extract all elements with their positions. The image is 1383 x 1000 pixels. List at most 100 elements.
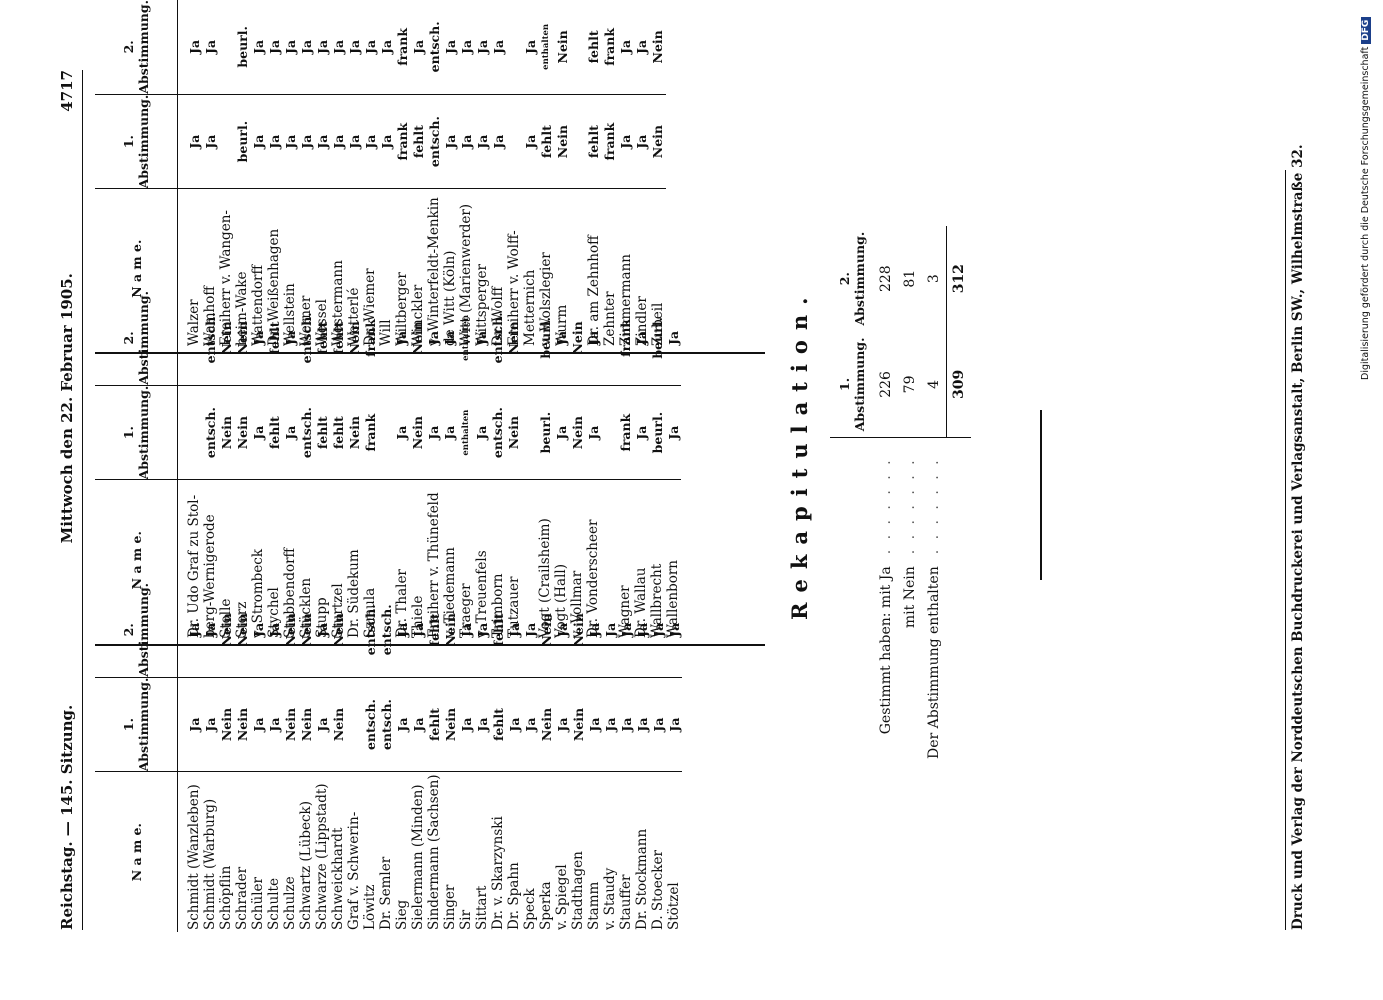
section-rule xyxy=(1040,410,1042,580)
member-name: Vogt (Crailsheim) xyxy=(537,518,554,638)
vote-2-cell xyxy=(570,0,586,95)
member-name: Stadthagen xyxy=(570,851,586,930)
table-row: Freiherr v. Wangen- xyxy=(218,0,234,348)
vote-1-cell xyxy=(506,94,522,189)
member-name: v. Spiegel xyxy=(554,864,570,930)
vote-1-cell: Ja xyxy=(458,677,474,772)
column-divider xyxy=(95,644,765,646)
vote-1-cell: Ja xyxy=(617,94,634,189)
vote-2-cell: Ja xyxy=(177,0,202,95)
member-name: Zimmermann xyxy=(617,254,634,346)
member-name: Sir xyxy=(458,909,474,930)
member-name: Walzer xyxy=(186,299,202,346)
vote-1-cell: frank xyxy=(394,94,410,189)
member-name: Zindler xyxy=(633,296,650,346)
vote-1-cell: fehlt xyxy=(266,385,282,480)
vote-1-cell: Nein xyxy=(554,94,570,189)
vote-1-cell: beurl. xyxy=(537,385,554,480)
vote-column-3: N a m e. 1.Abstimmung. 2.Abstimmung. Wal… xyxy=(95,0,666,348)
vote-1-cell: Ja xyxy=(602,677,618,772)
vote-1-cell: Ja xyxy=(553,385,570,480)
member-name: Wessel xyxy=(314,299,330,346)
member-name: Freiherr v. Thünefeld xyxy=(425,492,442,638)
vote-1-cell: frank xyxy=(601,94,618,189)
header-date: Mittwoch den 22. Februar 1905. xyxy=(58,273,76,544)
vote1-header: 1.Abstimmung. xyxy=(95,94,178,189)
member-name: Westermann xyxy=(330,260,346,346)
vote-1-cell xyxy=(218,94,234,189)
vote-1-cell: fehlt xyxy=(490,677,506,772)
member-name: Wetterlé xyxy=(346,287,362,346)
vote-1-cell: Ja xyxy=(250,385,266,480)
member-name xyxy=(570,189,586,348)
member-name: Speck xyxy=(522,888,538,930)
recap-value: 3 xyxy=(926,274,942,284)
member-name: Schwartz (Lübeck) xyxy=(298,801,314,930)
member-name: Stupp xyxy=(314,597,330,638)
vote-1-cell: Ja xyxy=(441,385,458,480)
vote-1-cell: Ja xyxy=(266,94,282,189)
member-name: Freiherr v. Wangen- xyxy=(218,210,234,346)
member-name xyxy=(601,480,617,640)
vote-2-cell: Ja xyxy=(522,0,538,95)
member-name: Singer xyxy=(442,884,458,930)
name-header: N a m e. xyxy=(95,480,178,640)
vote-1-cell: Ja xyxy=(250,94,266,189)
vote-2-cell: Ja xyxy=(617,0,634,95)
member-name: Schmidt (Wanzleben) xyxy=(186,784,202,930)
vote-2-cell: Ja xyxy=(410,0,426,95)
member-name: Wallbrecht xyxy=(649,563,666,638)
vote-1-cell: Nein xyxy=(409,385,426,480)
vote-1-cell: Ja xyxy=(202,94,218,189)
member-name: Traeger xyxy=(457,583,474,638)
member-name: Storz xyxy=(234,601,250,638)
recap-value: 81 xyxy=(902,269,918,288)
member-name: Wallenborn xyxy=(665,560,682,638)
dfg-logo: DFG xyxy=(1361,16,1371,44)
vote-1-cell: Ja xyxy=(394,677,410,772)
vote-1-cell: fehlt xyxy=(538,94,554,189)
vote-2-cell xyxy=(506,0,522,95)
recap-table: 1.Abstimmung. 2.Abstimmung. Gestimmt hab… xyxy=(830,225,971,765)
recap-row-enthalten: Der Abstimmung enthalten . . . . . . . 4… xyxy=(922,226,947,765)
member-name: v. Staudy xyxy=(602,867,618,930)
member-name: Schulze xyxy=(282,876,298,930)
vote-1-cell: Ja xyxy=(378,94,394,189)
member-name: Schrader xyxy=(234,866,250,930)
vote-2-cell: Ja xyxy=(282,0,298,95)
vote1-header: 1.Abstimmung. xyxy=(95,677,178,772)
member-name: Schulte xyxy=(266,878,282,930)
member-name: Dr. Udo Graf zu Stol- xyxy=(186,494,202,638)
member-name: v. Treuenfels xyxy=(473,550,490,638)
vote-1-cell: Ja xyxy=(650,677,666,772)
vote-1-cell: Ja xyxy=(425,385,442,480)
vote-1-cell: Ja xyxy=(633,94,650,189)
vote-1-cell: Ja xyxy=(586,677,602,772)
member-name: Metternich xyxy=(522,269,538,346)
vote-1-cell: Ja xyxy=(666,677,682,772)
vote-2-cell: Ja xyxy=(362,0,378,95)
vote-1-cell: Nein xyxy=(442,677,458,772)
member-name: Wellstein xyxy=(282,283,298,346)
member-name: Sturtzel xyxy=(330,583,346,638)
vote-1-cell: fehlt xyxy=(314,385,330,480)
name-header: N a m e. xyxy=(95,771,178,932)
vote-1-cell: Nein xyxy=(346,385,362,480)
recap-label: mit Nein xyxy=(902,566,918,629)
member-name: Witt (Marienwerder) xyxy=(458,203,474,346)
member-name: Sperka xyxy=(538,881,554,930)
vote-1-cell xyxy=(177,385,202,480)
vote-2-cell: beurl. xyxy=(234,0,250,95)
vote-1-cell: Ja xyxy=(634,677,650,772)
page-header: Reichstag. — 145. Sitzung. Mittwoch den … xyxy=(58,70,76,930)
